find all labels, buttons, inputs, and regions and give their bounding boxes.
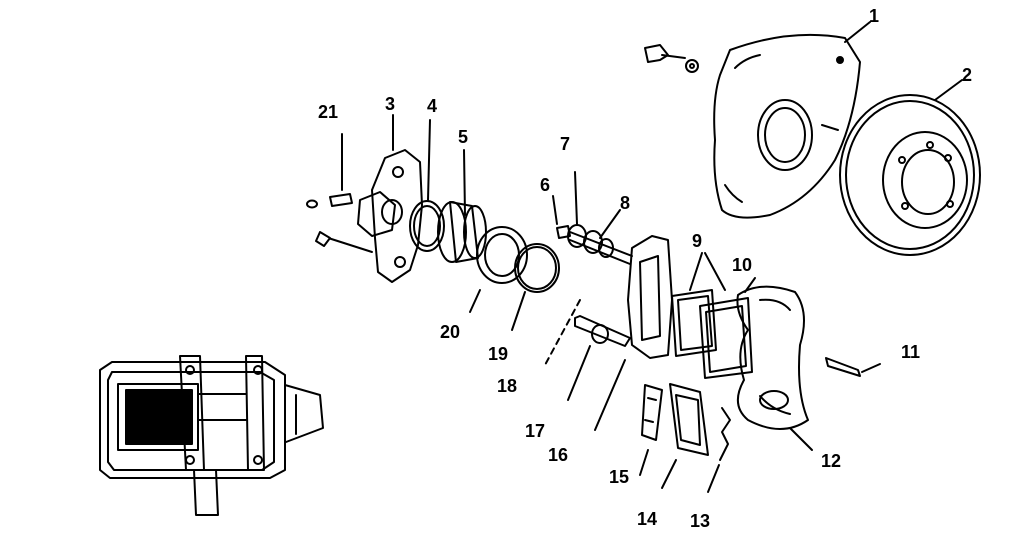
callout-4: 4 — [427, 96, 438, 116]
part-spring — [707, 407, 731, 493]
part-retaining-ring — [511, 243, 560, 331]
part-bleed-screw — [306, 133, 353, 209]
callout-12: 12 — [821, 451, 842, 471]
part-shim — [639, 384, 663, 476]
callout-10: 10 — [732, 255, 753, 275]
callout-17: 17 — [525, 421, 546, 441]
callout-1: 1 — [869, 6, 880, 26]
callout-9: 9 — [692, 231, 703, 251]
callout-16: 16 — [548, 445, 569, 465]
callout-6: 6 — [540, 175, 551, 195]
callout-8: 8 — [620, 193, 631, 213]
callout-18: 18 — [497, 376, 518, 396]
callout-2: 2 — [962, 65, 973, 85]
part-backing-plate — [661, 383, 709, 489]
callout-15: 15 — [609, 467, 630, 487]
part-guide-bolt — [825, 357, 881, 377]
part-carrier-bracket — [594, 235, 673, 431]
part-brake-disc — [839, 94, 981, 256]
callout-5: 5 — [458, 127, 469, 147]
callout-19: 19 — [488, 344, 509, 364]
callout-3: 3 — [385, 94, 396, 114]
part-brake-pads — [671, 252, 753, 379]
part-piston — [437, 149, 487, 263]
callout-21: 21 — [318, 102, 339, 122]
callout-13: 13 — [690, 511, 711, 531]
part-seal — [409, 119, 445, 252]
part-guide-pin-upper — [552, 171, 633, 265]
part-splash-shield — [644, 33, 861, 219]
callout-7: 7 — [560, 134, 571, 154]
callout-14: 14 — [637, 509, 658, 529]
callout-11: 11 — [901, 342, 921, 362]
callout-20: 20 — [440, 322, 461, 342]
inset-assembled-caliper — [99, 355, 324, 516]
part-caliper-housing — [736, 277, 809, 430]
part-guide-pin-lower — [544, 299, 631, 401]
part-caliper-body — [315, 149, 423, 283]
